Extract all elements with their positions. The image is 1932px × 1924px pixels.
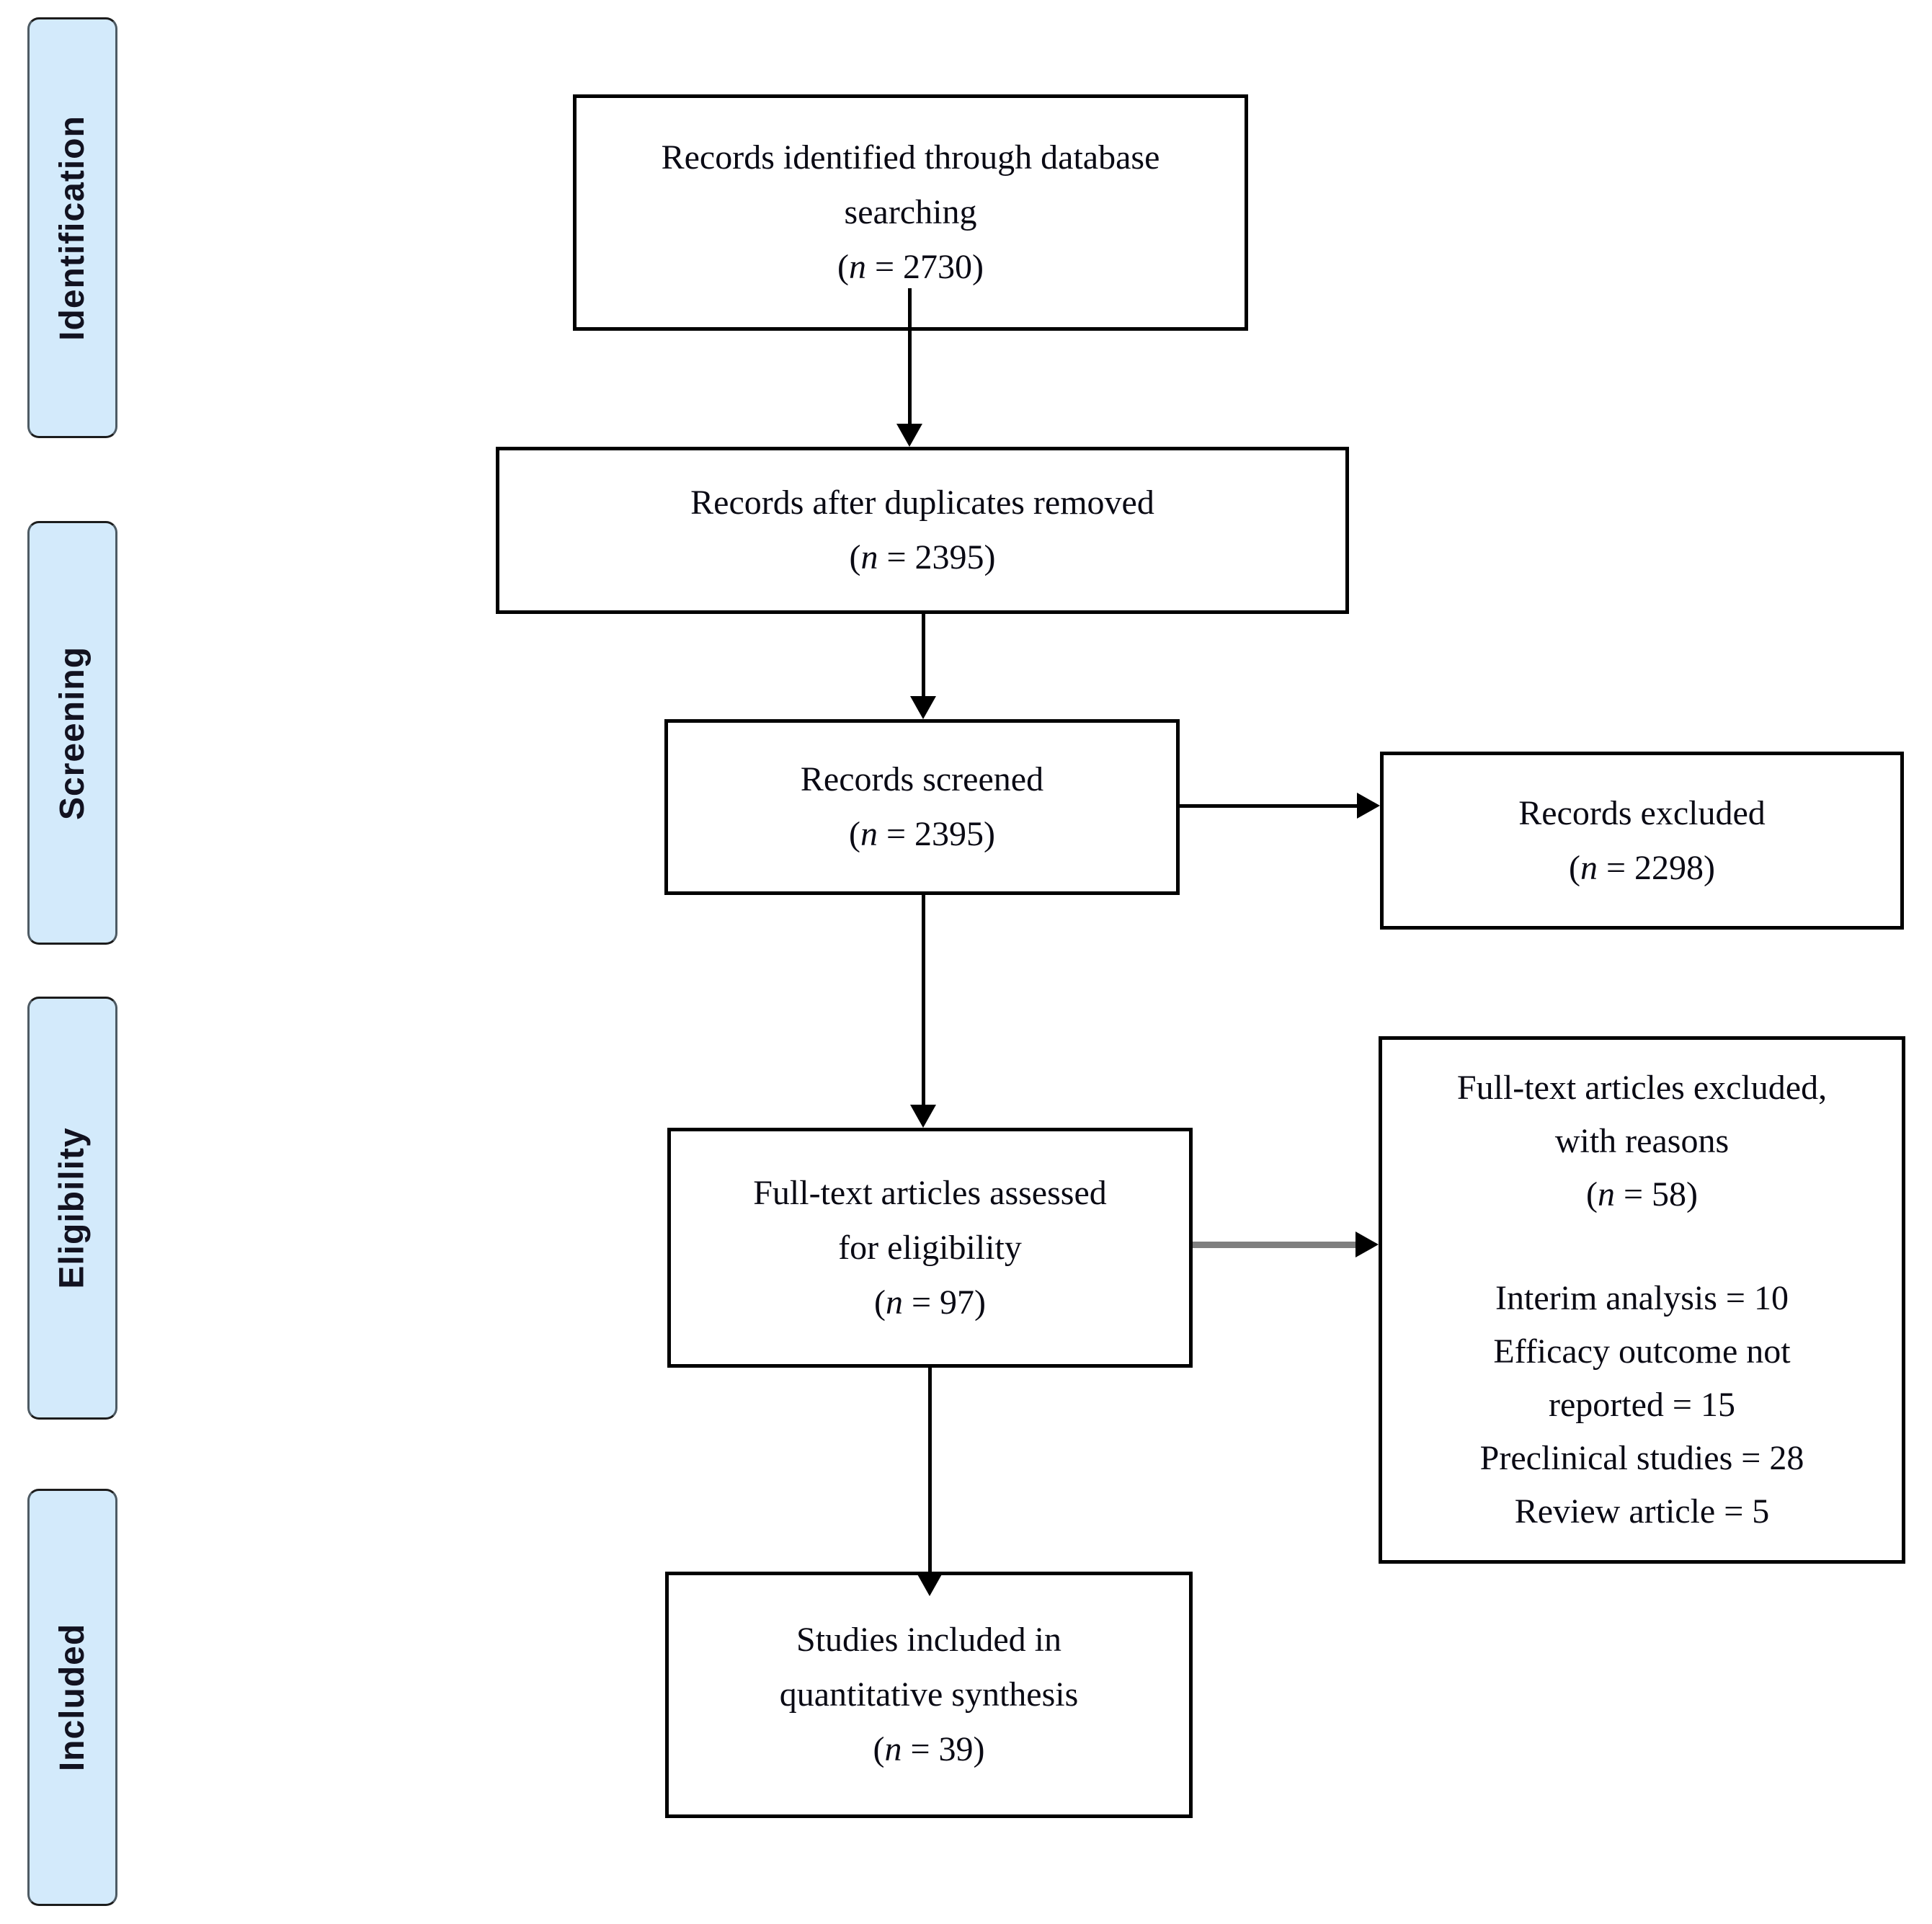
arrow-shaft — [1193, 1241, 1355, 1248]
arrow-shaft — [921, 614, 925, 696]
count-open: ( — [1568, 848, 1580, 887]
box-records-screened: Records screened (n = 2395) — [664, 719, 1180, 895]
count-rest: = 2395) — [877, 815, 996, 853]
count-open: ( — [837, 248, 849, 286]
box-line: Records excluded — [1518, 793, 1766, 832]
count-line: (n = 2395) — [849, 807, 995, 862]
stage-label-included: Included — [53, 1623, 92, 1772]
count-line: (n = 2730) — [837, 240, 984, 295]
count-line: (n = 2298) — [1569, 841, 1715, 896]
box-line: Records screened — [800, 760, 1044, 798]
count-n: n — [1597, 1175, 1615, 1213]
box-fulltext-assessed: Full-text articles assessed for eligibil… — [667, 1128, 1193, 1368]
arrow-shaft — [1180, 803, 1357, 808]
count-n: n — [860, 538, 878, 576]
count-open: ( — [873, 1730, 885, 1768]
count-rest: = 39) — [902, 1730, 985, 1768]
arrow-fulltext-to-excluded-reasons — [1193, 1232, 1379, 1257]
box-line: Records after duplicates removed — [690, 484, 1154, 522]
arrow-shaft — [927, 1368, 932, 1573]
count-open: ( — [849, 538, 861, 576]
arrow-screened-to-excluded — [1180, 793, 1380, 819]
arrow-right-head — [1355, 1232, 1379, 1257]
box-line: Full-text articles assessed — [753, 1173, 1107, 1212]
count-open: ( — [873, 1283, 886, 1322]
count-n: n — [1580, 848, 1598, 887]
count-line: (n = 97) — [874, 1275, 986, 1330]
exclusion-reason: Interim analysis = 10 — [1495, 1279, 1789, 1317]
exclusion-reason: Preclinical studies = 28 — [1479, 1439, 1804, 1477]
stage-pill-included: Included — [27, 1489, 117, 1906]
arrow-right-head — [1357, 793, 1380, 819]
box-line: Studies included in — [796, 1621, 1061, 1659]
count-open: ( — [1585, 1175, 1598, 1213]
stage-label-screening: Screening — [53, 646, 92, 820]
count-line: (n = 58) — [1586, 1168, 1698, 1221]
arrow-fulltext-to-included — [917, 1368, 943, 1596]
arrow-dedup-to-screened — [910, 614, 936, 719]
box-records-excluded: Records excluded (n = 2298) — [1380, 752, 1904, 930]
stage-pill-identification: Identification — [27, 17, 117, 438]
count-rest: = 58) — [1614, 1175, 1699, 1213]
arrow-down-head — [896, 424, 922, 447]
arrow-shaft — [907, 288, 912, 424]
arrow-down-head — [910, 1105, 936, 1128]
exclusion-reason: Efficacy outcome not — [1493, 1332, 1791, 1371]
box-line: Records identified through database — [661, 138, 1160, 177]
box-fulltext-excluded: Full-text articles excluded, with reason… — [1379, 1036, 1905, 1564]
arrow-screened-to-fulltext — [910, 895, 936, 1128]
box-line: searching — [844, 193, 977, 231]
box-studies-included: Studies included in quantitative synthes… — [665, 1572, 1193, 1818]
exclusion-reason: Review article = 5 — [1514, 1492, 1770, 1531]
count-rest: = 97) — [902, 1283, 987, 1322]
arrow-down-head — [917, 1573, 943, 1596]
stage-label-eligibility: Eligibility — [53, 1127, 92, 1289]
box-line: Full-text articles excluded, — [1456, 1069, 1828, 1107]
stage-pill-screening: Screening — [27, 521, 117, 945]
box-line: with reasons — [1554, 1122, 1730, 1160]
stage-label-identification: Identification — [53, 115, 92, 341]
count-n: n — [848, 248, 866, 286]
arrow-identified-to-dedup — [896, 288, 922, 447]
count-rest: = 2298) — [1597, 848, 1716, 887]
count-rest: = 2730) — [865, 248, 984, 286]
count-n: n — [884, 1730, 902, 1768]
stage-pill-eligibility: Eligibility — [27, 997, 117, 1420]
box-line: for eligibility — [838, 1228, 1022, 1267]
count-n: n — [860, 815, 878, 853]
box-line: quantitative synthesis — [779, 1675, 1079, 1714]
count-rest: = 2395) — [878, 538, 996, 576]
exclusion-reason: reported = 15 — [1549, 1386, 1735, 1424]
count-line: (n = 2395) — [849, 530, 995, 585]
arrow-down-head — [910, 696, 936, 719]
arrow-shaft — [921, 895, 925, 1105]
box-duplicates-removed: Records after duplicates removed (n = 23… — [496, 447, 1349, 614]
count-n: n — [885, 1283, 903, 1322]
count-open: ( — [848, 815, 860, 853]
count-line: (n = 39) — [873, 1722, 984, 1777]
